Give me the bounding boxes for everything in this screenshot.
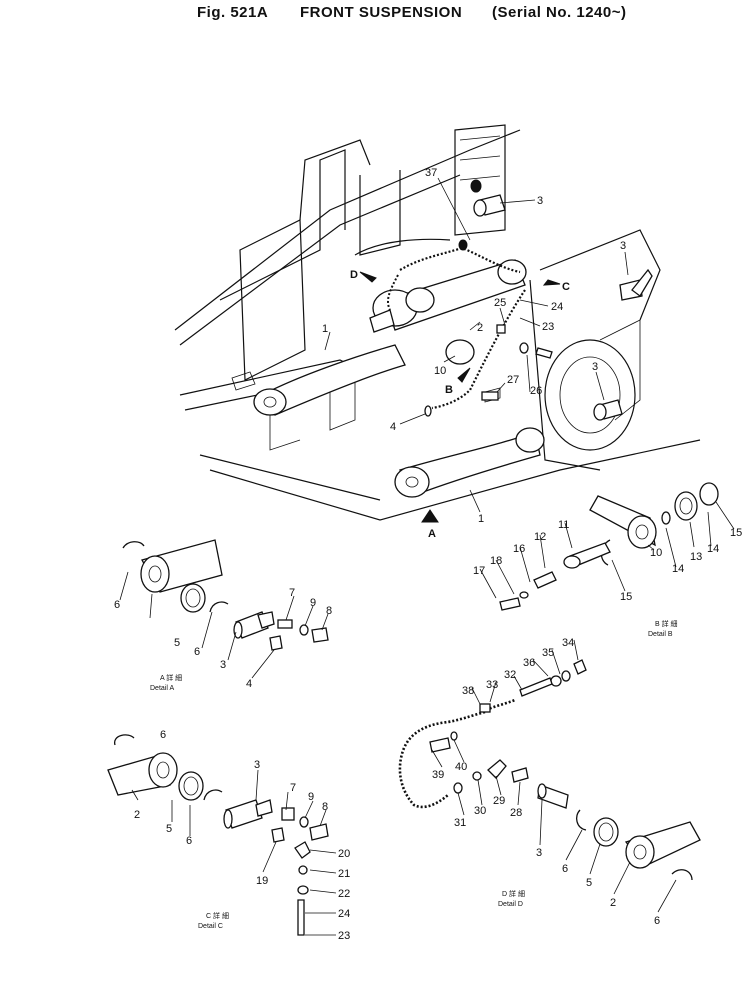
- callout-b-12: 12: [534, 531, 546, 543]
- detail-a-label-jp: A 詳 細: [160, 673, 182, 682]
- callout-c-21: 21: [338, 868, 350, 880]
- callout-a-5: 5: [174, 637, 180, 649]
- callout-b-16: 16: [513, 543, 525, 555]
- callout-c-7: 7: [290, 782, 296, 794]
- callout-d-6a: 6: [562, 863, 568, 875]
- callout-main-23: 23: [542, 321, 554, 333]
- callout-main-2: 2: [477, 322, 483, 334]
- callout-c-19: 19: [256, 875, 268, 887]
- callout-main-1a: 1: [322, 323, 328, 335]
- callout-b-13: 13: [690, 551, 702, 563]
- callout-c-9: 9: [308, 791, 314, 803]
- detail-d-drawing: [398, 639, 701, 913]
- detail-a-callouts: 6 5 6 3 4 7 9 8 A 詳 細 Detail A: [114, 587, 332, 692]
- callout-main-37: 37: [425, 167, 437, 179]
- callout-c-8: 8: [322, 801, 328, 813]
- figure-title-bar: Fig. 521A FRONT SUSPENSION (Serial No. 1…: [0, 0, 745, 28]
- main-assembly-drawing: [174, 124, 701, 523]
- detail-b-label-jp: B 詳 細: [655, 619, 678, 628]
- callout-b-18: 18: [490, 555, 502, 567]
- callout-main-24: 24: [551, 301, 563, 313]
- view-arrow-a: A: [428, 528, 436, 540]
- callout-main-10: 10: [434, 365, 446, 377]
- callout-d-28: 28: [510, 807, 522, 819]
- callout-c-24: 24: [338, 908, 350, 920]
- serial-range: (Serial No. 1240~): [492, 4, 627, 21]
- callout-d-31: 31: [454, 817, 466, 829]
- callout-d-35: 35: [542, 647, 554, 659]
- detail-c-callouts: 6 2 5 6 3 7 9 8 20 21 22 24 23 19 C 詳 細 …: [134, 729, 350, 942]
- detail-b-drawing: [479, 482, 735, 611]
- detail-d-callouts: 34 35 36 32 33 38 40 39 31 30 29 28 3 6 …: [432, 637, 660, 927]
- detail-b-callouts: 15 14 13 14 10 15 11 12 16 18 17 B 詳 細 D…: [473, 519, 742, 638]
- callout-a-3: 3: [220, 659, 226, 671]
- callout-main-3b: 3: [620, 240, 626, 252]
- callout-d-3: 3: [536, 847, 542, 859]
- view-arrow-b: B: [445, 384, 453, 396]
- detail-a-label: Detail A: [150, 685, 174, 692]
- callout-b-15a: 15: [730, 527, 742, 539]
- callout-d-38: 38: [462, 685, 474, 697]
- callout-a-6b: 6: [194, 646, 200, 658]
- view-arrow-d: D: [350, 269, 358, 281]
- callout-c-6a: 6: [160, 729, 166, 741]
- callout-b-10: 10: [650, 547, 662, 559]
- callout-a-9: 9: [310, 597, 316, 609]
- callout-d-33: 33: [486, 679, 498, 691]
- callout-b-17: 17: [473, 565, 485, 577]
- callout-d-36: 36: [523, 657, 535, 669]
- callout-c-22: 22: [338, 888, 350, 900]
- figure-name: FRONT SUSPENSION: [300, 4, 463, 21]
- callout-c-3: 3: [254, 759, 260, 771]
- callout-b-14a: 14: [707, 543, 719, 555]
- callout-main-25: 25: [494, 297, 506, 309]
- callout-b-11: 11: [558, 519, 569, 531]
- view-arrow-c: C: [562, 281, 570, 293]
- callout-main-27: 27: [507, 374, 519, 386]
- callout-c-23: 23: [338, 930, 350, 942]
- callout-b-14b: 14: [672, 563, 684, 575]
- callout-d-40: 40: [455, 761, 467, 773]
- detail-c-drawing: [107, 734, 337, 936]
- callout-a-4: 4: [246, 678, 252, 690]
- detail-c-label-jp: C 詳 細: [206, 911, 229, 920]
- callout-d-6b: 6: [654, 915, 660, 927]
- callout-main-26: 26: [530, 385, 542, 397]
- detail-a-drawing: [119, 539, 329, 679]
- callout-main-3c: 3: [592, 361, 598, 373]
- figure-number: Fig. 521A: [197, 4, 269, 21]
- callout-a-6a: 6: [114, 599, 120, 611]
- callout-d-2: 2: [610, 897, 616, 909]
- callout-d-5: 5: [586, 877, 592, 889]
- callout-d-39: 39: [432, 769, 444, 781]
- callout-a-7: 7: [289, 587, 295, 599]
- callout-d-34: 34: [562, 637, 574, 649]
- main-callouts: 37 3 3 3 24 25 23 2 1 10 4 27 26 1: [322, 167, 626, 525]
- detail-d-label-jp: D 詳 細: [502, 889, 525, 898]
- detail-c-label: Detail C: [198, 923, 223, 930]
- view-arrow-labels: D C B A: [350, 269, 570, 540]
- callout-b-15b: 15: [620, 591, 632, 603]
- callout-main-3a: 3: [537, 195, 543, 207]
- callout-main-4: 4: [390, 421, 396, 433]
- callout-c-5: 5: [166, 823, 172, 835]
- detail-d-label: Detail D: [498, 901, 523, 908]
- callout-d-29: 29: [493, 795, 505, 807]
- callout-main-1b: 1: [478, 513, 484, 525]
- callout-d-32: 32: [504, 669, 516, 681]
- callout-c-20: 20: [338, 848, 350, 860]
- detail-b-label: Detail B: [648, 631, 673, 638]
- callout-a-8: 8: [326, 605, 332, 617]
- callout-c-2: 2: [134, 809, 140, 821]
- callout-d-30: 30: [474, 805, 486, 817]
- callout-c-6b: 6: [186, 835, 192, 847]
